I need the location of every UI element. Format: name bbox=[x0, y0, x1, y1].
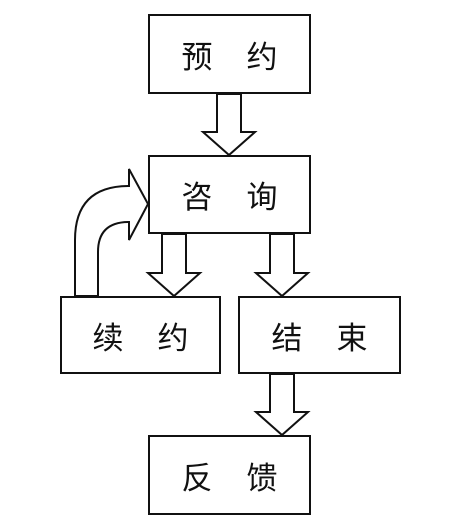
arrow-end-to-feedback bbox=[253, 373, 311, 437]
node-end-label: 结束 bbox=[271, 320, 402, 357]
arrow-renewal-to-consultation bbox=[74, 168, 150, 297]
arrow-consultation-to-end bbox=[253, 233, 311, 298]
node-reservation-label: 预约 bbox=[181, 39, 312, 76]
node-feedback: 反馈 bbox=[148, 435, 311, 515]
node-reservation: 预约 bbox=[148, 14, 311, 94]
node-renewal: 续约 bbox=[60, 296, 221, 374]
node-consultation: 咨询 bbox=[148, 155, 311, 234]
arrow-reservation-to-consultation bbox=[200, 93, 258, 157]
node-feedback-label: 反馈 bbox=[181, 460, 312, 497]
node-end: 结束 bbox=[238, 296, 401, 374]
arrow-consultation-to-renewal bbox=[145, 233, 203, 298]
node-renewal-label: 续约 bbox=[92, 320, 223, 357]
node-consultation-label: 咨询 bbox=[181, 180, 312, 216]
